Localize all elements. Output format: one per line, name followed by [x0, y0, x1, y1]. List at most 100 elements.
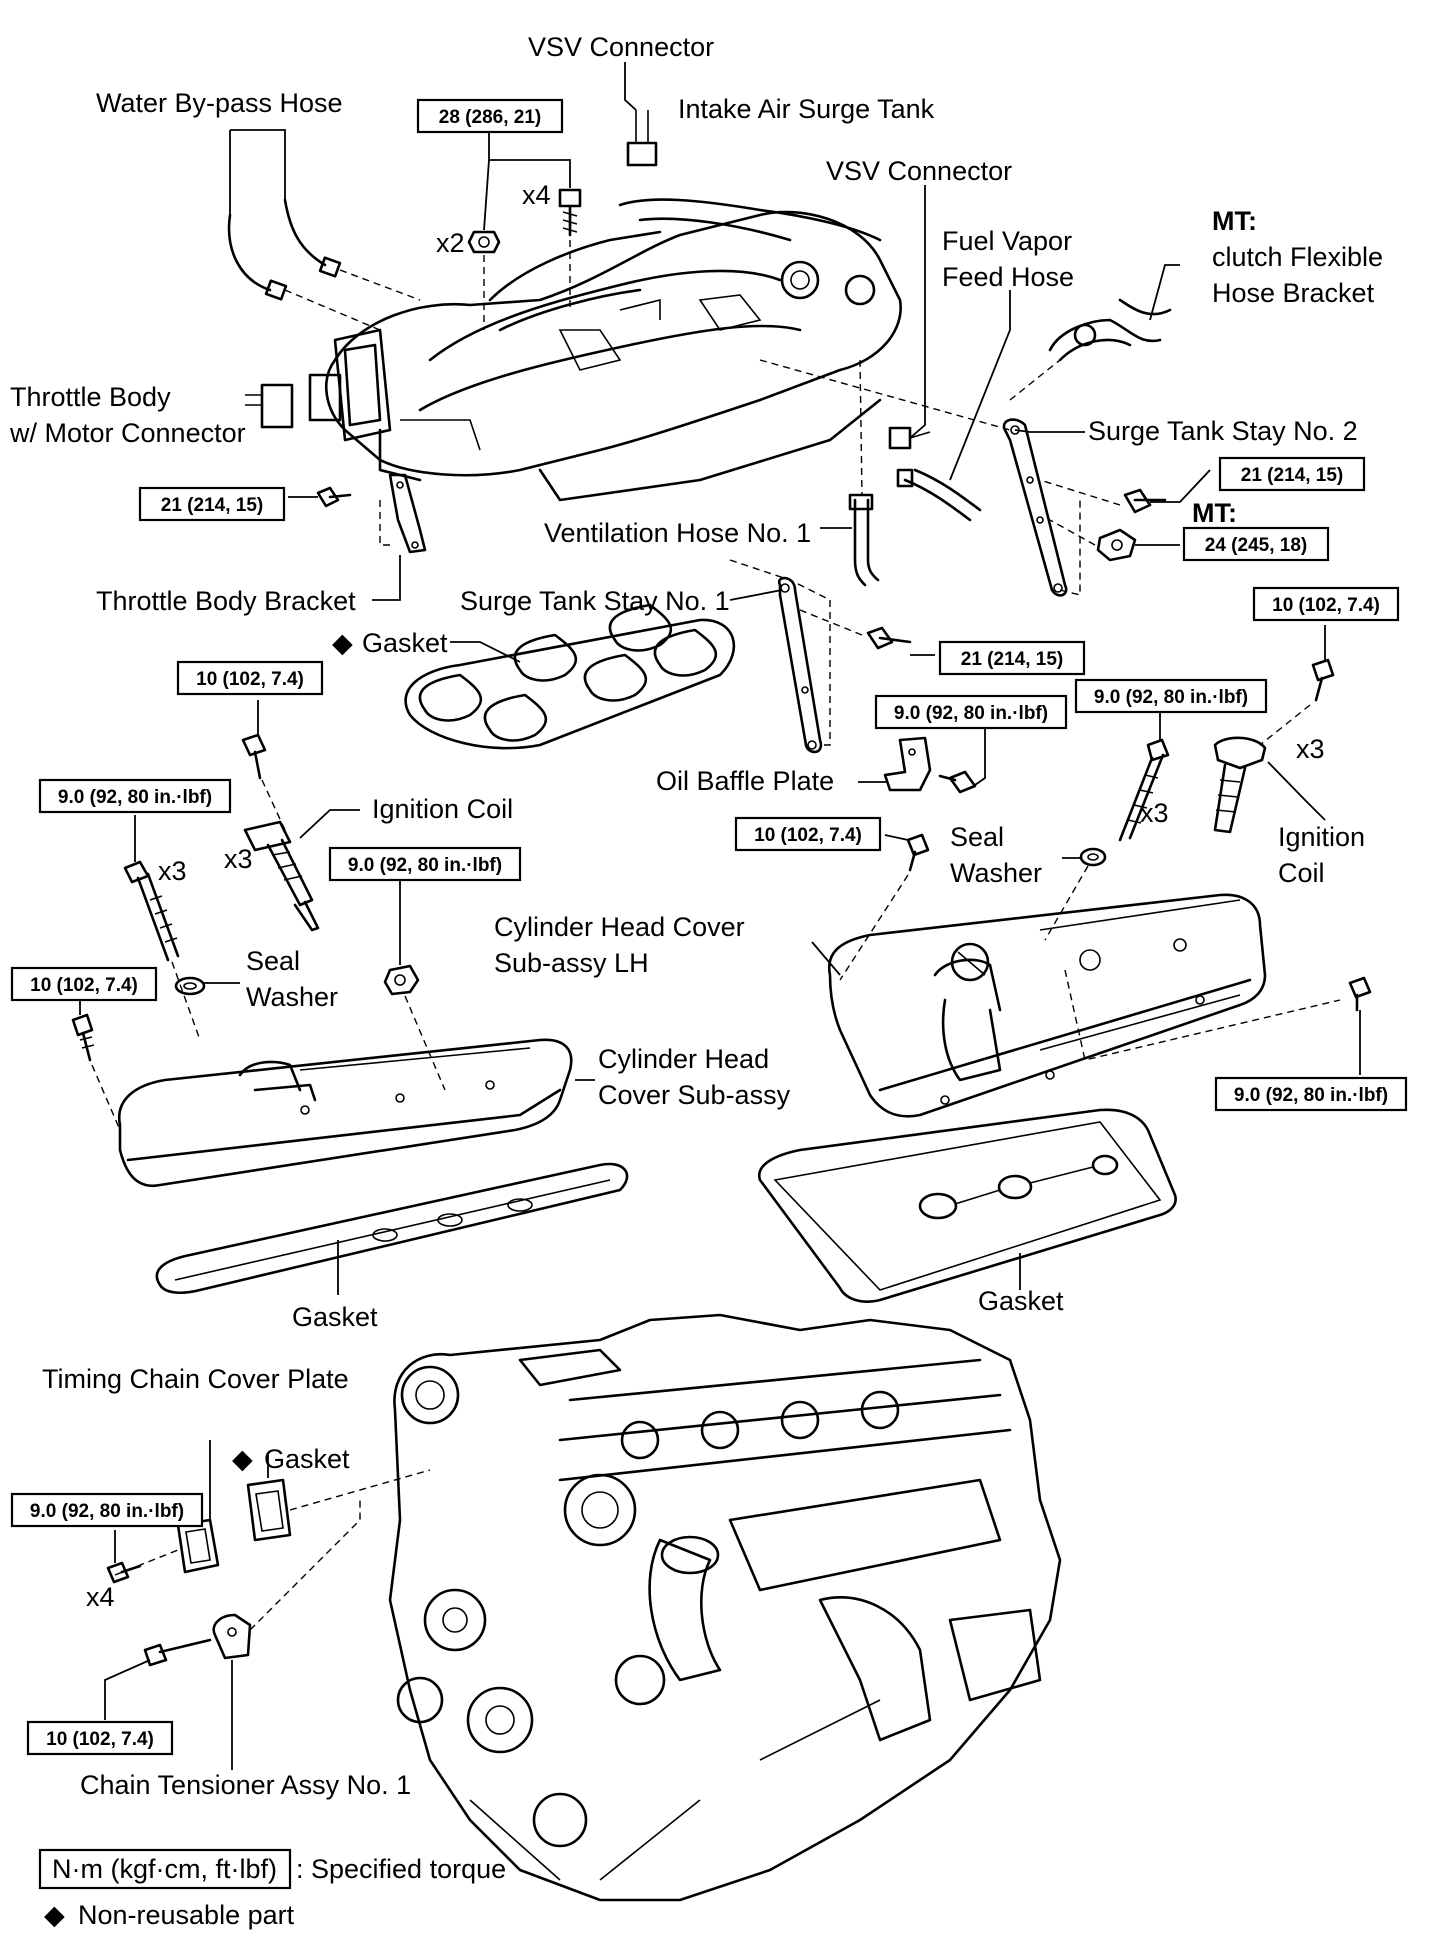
ventilation-hose-no-1: [820, 359, 880, 587]
stay-1-bolt: [799, 609, 935, 656]
label-timing-chain-cover-plate: Timing Chain Cover Plate: [42, 1364, 349, 1394]
torque-box-cover-nut-left: [328, 846, 522, 882]
qty-x4-top: x4: [522, 180, 551, 210]
qty-x2-top: x2: [436, 228, 465, 258]
cover-nut-left: [383, 880, 446, 1091]
vsv-connector-right: [888, 185, 931, 450]
gasket-right: [757, 1108, 1177, 1303]
cover-bolt-left: [123, 815, 201, 1041]
label-throttle-body-2: w/ Motor Connector: [9, 418, 246, 448]
torque-left-cover-front: 10 (102, 7.4): [30, 975, 138, 996]
label-cyl-head-cover-lh-1: Cylinder Head Cover: [494, 912, 745, 942]
label-ignition-coil-right-1: Ignition: [1278, 822, 1365, 852]
cylinder-head-cover-lh: [811, 893, 1341, 1118]
torque-box-lh-right: [1214, 1076, 1408, 1112]
label-seal-washer-left-1: Seal: [246, 946, 300, 976]
torque-top-leader: [483, 116, 571, 231]
torque-box-mt: [1182, 526, 1330, 562]
stay-2-bolt: [1039, 469, 1211, 514]
gasket-left: [155, 1162, 629, 1295]
label-seal-washer-left-2: Washer: [246, 982, 338, 1012]
torque-top: 28 (286, 21): [439, 107, 541, 128]
intake-manifold-gasket: [404, 603, 736, 750]
clutch-flexible-hose-bracket: [1009, 264, 1180, 401]
surge-tank-stay-no-2: [759, 359, 1085, 597]
legend-unit-box: [38, 1848, 292, 1890]
vsv-connector-top: [624, 62, 658, 167]
timing-gasket: [114, 1455, 431, 1576]
qty-x3-coil-left: x3: [224, 844, 253, 874]
coil-bolt-left: [241, 700, 286, 831]
torque-baffle: 9.0 (92, 80 in.·lbf): [894, 703, 1048, 724]
legend-nonreusable-symbol: ◆: [44, 1900, 65, 1930]
seal-washer-right: [1044, 847, 1107, 941]
qty-x3-bolt-left: x3: [158, 856, 187, 886]
torque-box-coil-bolt-left: [176, 660, 324, 696]
surge-tank-bolt: [558, 188, 582, 310]
legend-unit-box-text: N·m (kgf·cm, ft·lbf): [52, 1854, 277, 1884]
fuel-vapor-feed-hose: [896, 290, 1011, 522]
label-ignition-coil-left: Ignition Coil: [372, 794, 513, 824]
surge-tank-stay-no-1: [729, 559, 831, 754]
surge-tank-nut: [467, 230, 501, 330]
legend-unit-text: : Specified torque: [296, 1854, 506, 1884]
torque-stay2: 21 (214, 15): [1241, 465, 1343, 486]
baffle-bolt: [938, 728, 986, 794]
cover-bolt-right: [1118, 710, 1170, 842]
oil-baffle-plate: [858, 736, 932, 792]
label-gasket-left: Gasket: [292, 1302, 378, 1332]
qty-x3-coil-right: x3: [1296, 734, 1325, 764]
torque-box-throttle-bracket: [138, 486, 286, 522]
seal-washer-left: [174, 976, 240, 996]
label-throttle-body-bracket: Throttle Body Bracket: [96, 586, 356, 616]
throttle-body-bracket: [372, 473, 427, 601]
label-ventilation-hose: Ventilation Hose No. 1: [544, 518, 811, 548]
label-gasket-right: Gasket: [978, 1286, 1064, 1316]
qty-x4-timing: x4: [86, 1582, 115, 1612]
chain-tensioner: [212, 1500, 361, 1770]
torque-timing-plate: 9.0 (92, 80 in.·lbf): [30, 1501, 184, 1522]
torque-box-tensioner: [26, 1720, 174, 1756]
torque-box-coil-bolt-right: [1252, 586, 1400, 622]
diamond-gasket-intake: ◆: [332, 628, 353, 658]
coil-bolt-right: [1259, 625, 1335, 746]
torque-lh-front: 10 (102, 7.4): [754, 825, 862, 846]
torque-box-left-cover-front: [10, 966, 158, 1002]
water-bypass-hose: [227, 129, 421, 331]
engine-block: [388, 1313, 1062, 1902]
label-seal-washer-right-2: Washer: [950, 858, 1042, 888]
lh-right-bolt: [1348, 976, 1372, 1075]
label-gasket-intake: Gasket: [362, 628, 448, 658]
stay-2-mt-nut: [1049, 519, 1180, 562]
label-vsv-connector-top: VSV Connector: [528, 32, 714, 62]
label-oil-baffle-plate: Oil Baffle Plate: [656, 766, 834, 796]
label-mt-clutch-3: Hose Bracket: [1212, 278, 1375, 308]
torque-box-stay1: [938, 640, 1086, 676]
throttle-body-connector: [245, 383, 294, 429]
tensioner-bolt: [104, 1638, 212, 1720]
qty-x3-bolt-right: x3: [1140, 798, 1169, 828]
label-mt-clutch-1: MT:: [1212, 206, 1257, 236]
legend-nonreusable-text: Non-reusable part: [78, 1900, 295, 1930]
torque-cover-nut-left: 9.0 (92, 80 in.·lbf): [348, 855, 502, 876]
legend: N·m (kgf·cm, ft·lbf) : Specified torque …: [38, 1848, 506, 1930]
torque-tensioner: 10 (102, 7.4): [46, 1729, 154, 1750]
label-fuel-vapor-1: Fuel Vapor: [942, 226, 1072, 256]
torque-box-cover-bolt-right: [1074, 678, 1268, 714]
torque-box-cover-bolt-left: [38, 778, 232, 814]
timing-plate-bolt: [106, 1530, 142, 1584]
torque-lh-right: 9.0 (92, 80 in.·lbf): [1234, 1085, 1388, 1106]
torque-box-stay2: [1218, 456, 1366, 492]
label-mt-clutch-2: clutch Flexible: [1212, 242, 1383, 272]
throttle-body: [308, 328, 392, 442]
torque-mt: 24 (245, 18): [1205, 535, 1307, 556]
torque-box-baffle: [874, 694, 1068, 730]
label-seal-washer-right-1: Seal: [950, 822, 1004, 852]
label-water-bypass-hose: Water By-pass Hose: [96, 88, 343, 118]
diamond-gasket-timing: ◆: [232, 1444, 253, 1474]
label-ignition-coil-right-2: Coil: [1278, 858, 1325, 888]
torque-coil-bolt-left: 10 (102, 7.4): [196, 669, 304, 690]
torque-box-top: [416, 98, 564, 134]
torque-stay1: 21 (214, 15): [961, 649, 1063, 670]
